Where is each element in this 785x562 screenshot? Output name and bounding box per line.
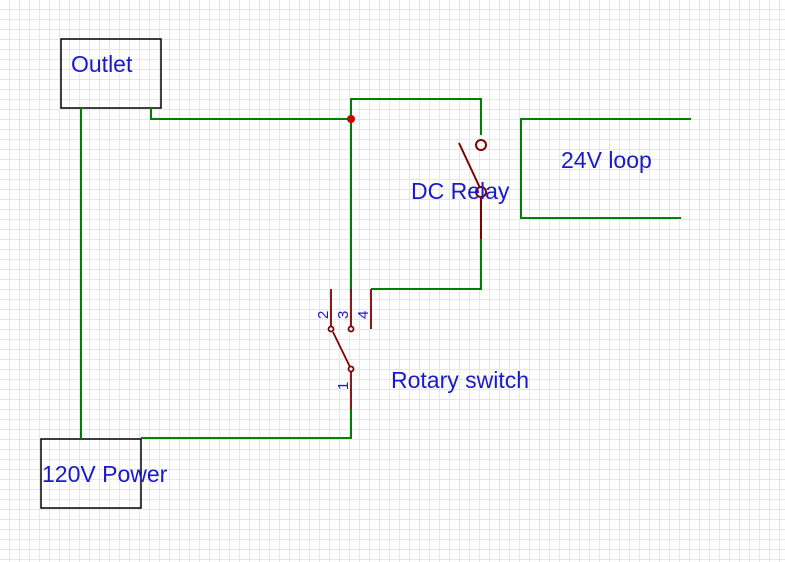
outlet-label: Outlet <box>71 51 133 77</box>
switch-pin-label-4: 4 <box>355 311 372 319</box>
wire-power-to-switch-pin1[interactable] <box>141 409 352 439</box>
wire-outlet-to-junction[interactable] <box>150 108 351 120</box>
wires <box>80 98 691 439</box>
rotary-switch[interactable] <box>327 289 372 409</box>
junction-dot <box>347 115 355 123</box>
loop-label: 24V loop <box>561 147 652 173</box>
relay-contact[interactable] <box>458 139 487 239</box>
wire-24v-loop[interactable] <box>520 118 691 219</box>
power-label: 120V Power <box>42 461 168 487</box>
rotary-switch-label: Rotary switch <box>391 367 529 393</box>
outlet-box[interactable] <box>60 38 162 109</box>
switch-pin-label-3: 3 <box>335 311 352 319</box>
wire-relay-to-switch-pin4[interactable] <box>371 239 482 290</box>
switch-pin-label-2: 2 <box>315 311 332 319</box>
switch-pin-label-1: 1 <box>335 382 352 390</box>
wire-junction-to-relay-top[interactable] <box>350 98 482 135</box>
relay-label: DC Relay <box>411 178 510 204</box>
power-box[interactable] <box>40 438 142 509</box>
